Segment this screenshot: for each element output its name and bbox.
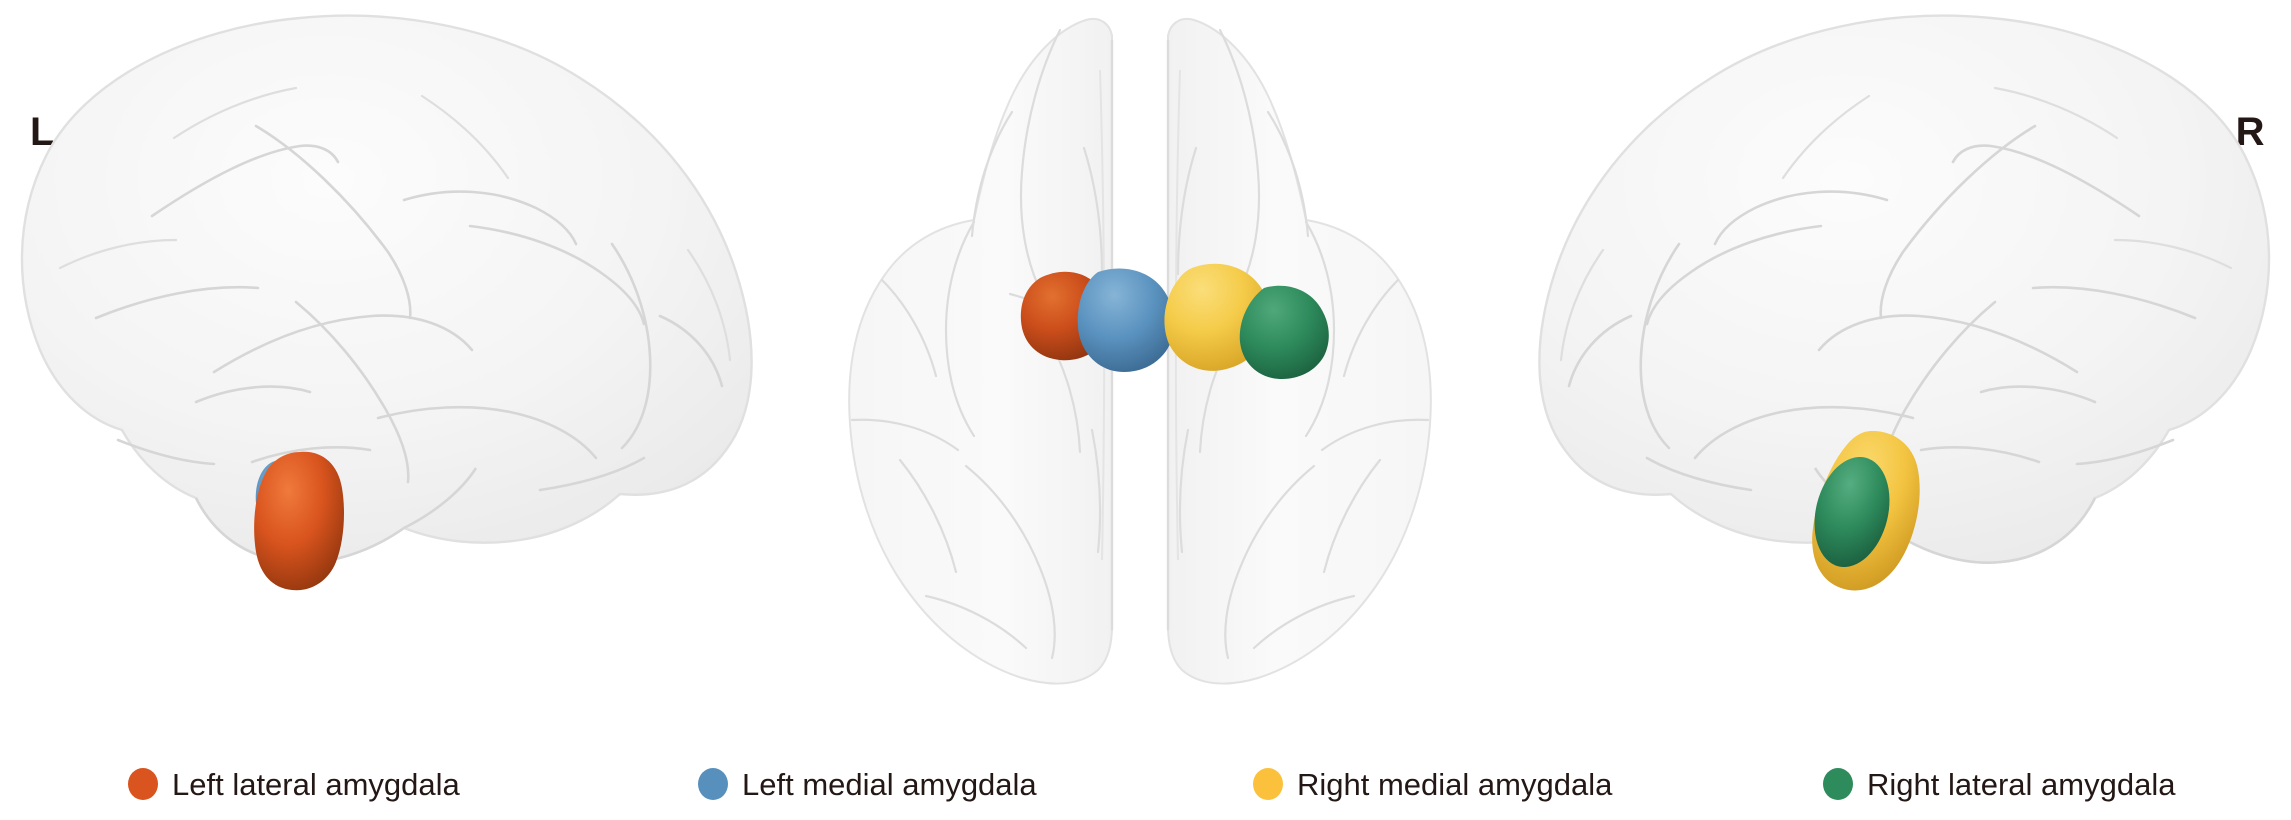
region-right-lateral-amygdala-sagittal <box>1814 456 1890 568</box>
legend-swatch-circle-icon <box>1823 768 1853 800</box>
legend-label: Left lateral amygdala <box>172 766 460 802</box>
brain-view-right-lateral <box>1500 0 2291 720</box>
legend-label: Left medial amygdala <box>742 766 1037 802</box>
legend-swatch-circle-icon <box>128 768 158 800</box>
region-left-medial-amygdala-axial <box>1077 268 1175 372</box>
hemisphere-label-left: L <box>30 110 55 154</box>
cortex-surface-left <box>20 14 753 564</box>
amygdala-overlay-right <box>1812 430 1920 591</box>
brain-view-left-lateral <box>0 0 780 720</box>
legend-label: Right lateral amygdala <box>1867 766 2176 802</box>
legend-item-left-medial-amygdala[interactable]: Left medial amygdala <box>698 768 1037 800</box>
legend-label: Right medial amygdala <box>1297 766 1613 802</box>
region-left-lateral-amygdala <box>254 451 344 591</box>
legend-item-left-lateral-amygdala[interactable]: Left lateral amygdala <box>128 768 460 800</box>
legend-swatch-circle-icon <box>698 768 728 800</box>
cortex-surface-right <box>1538 14 2271 564</box>
legend-swatch-circle-icon <box>1253 768 1283 800</box>
region-right-lateral-amygdala-axial <box>1239 285 1329 380</box>
legend-item-right-medial-amygdala[interactable]: Right medial amygdala <box>1253 768 1612 800</box>
axial-hemisphere-left <box>848 18 1114 685</box>
legend-item-right-lateral-amygdala[interactable]: Right lateral amygdala <box>1823 768 2175 800</box>
legend: Left lateral amygdala Left medial amygda… <box>0 748 2291 820</box>
brain-view-axial-superior <box>760 0 1520 720</box>
amygdala-overlay-left <box>254 451 344 591</box>
amygdala-overlay-axial <box>1020 263 1329 380</box>
